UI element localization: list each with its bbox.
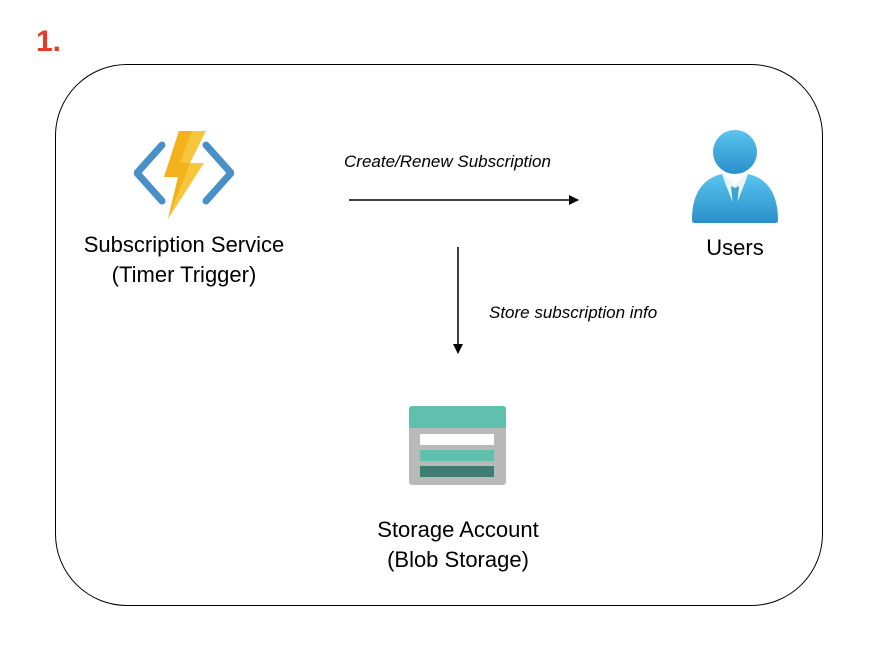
- azure-function-icon: [133, 129, 235, 221]
- subscription-service-label: Subscription Service (Timer Trigger): [64, 230, 304, 290]
- users-label: Users: [706, 235, 764, 260]
- subscription-service-line1: Subscription Service: [83, 232, 285, 257]
- diagram-frame: [55, 64, 823, 606]
- storage-account-icon: [409, 406, 506, 485]
- storage-account-label: Storage Account (Blob Storage): [338, 515, 578, 575]
- store-info-label: Store subscription info: [489, 303, 658, 322]
- storage-account-line2: (Blob Storage): [387, 547, 529, 572]
- create-renew-label: Create/Renew Subscription: [344, 152, 551, 171]
- step-number: 1.: [36, 25, 62, 58]
- user-icon: [690, 128, 780, 224]
- storage-account-line1: Storage Account: [377, 517, 539, 542]
- subscription-service-line2: (Timer Trigger): [111, 262, 257, 287]
